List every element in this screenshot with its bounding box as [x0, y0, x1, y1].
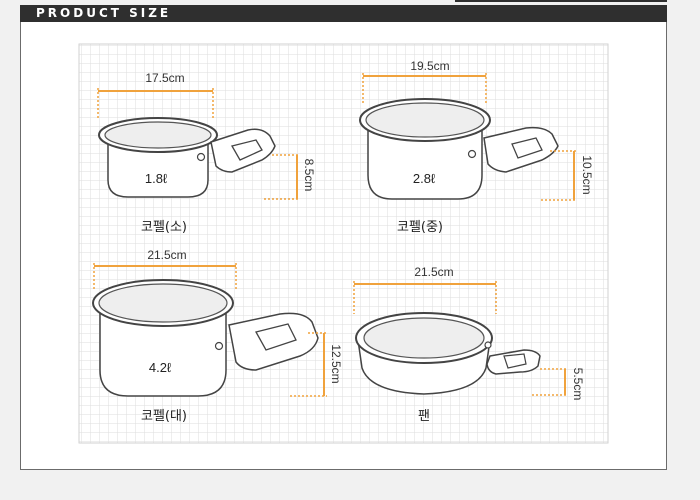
pot-large-volume: 4.2ℓ — [149, 360, 172, 375]
section-title: PRODUCT SIZE — [36, 6, 172, 20]
pan-height-label: 5.5cm — [571, 368, 585, 401]
pot-small-width-label: 17.5cm — [145, 71, 184, 85]
pot-small-volume: 1.8ℓ — [145, 171, 168, 186]
pot-medium-volume: 2.8ℓ — [413, 171, 436, 186]
pot-large-width-label: 21.5cm — [147, 248, 186, 262]
section-header-bar — [20, 5, 667, 22]
pot-large-height-label: 12.5cm — [329, 344, 343, 383]
pot-medium-width-label: 19.5cm — [410, 59, 449, 73]
header-accent-line — [455, 0, 667, 2]
pan-name: 팬 — [418, 409, 430, 424]
pot-small-width-dimension — [97, 88, 214, 118]
pot-medium-height-dimension — [541, 150, 577, 201]
pot-medium-name: 코펠(중) — [397, 220, 443, 235]
pan-width-dimension — [353, 281, 497, 314]
pot-small-height-dimension — [264, 154, 300, 200]
pot-small-name: 코펠(소) — [141, 220, 187, 235]
pan-width-label: 21.5cm — [414, 265, 453, 279]
pot-medium-width-dimension — [362, 73, 487, 104]
pan-drawing — [355, 312, 541, 395]
pot-large-height-dimension — [290, 332, 327, 397]
pot-medium-height-label: 10.5cm — [580, 155, 594, 194]
pan-height-dimension — [532, 368, 568, 396]
pot-large-name: 코펠(대) — [141, 409, 187, 424]
pot-large-width-dimension — [93, 263, 237, 290]
pot-medium-drawing — [359, 98, 559, 200]
pot-large-drawing — [92, 279, 319, 397]
pot-small-height-label: 8.5cm — [302, 159, 316, 192]
pot-small-drawing — [98, 117, 276, 198]
